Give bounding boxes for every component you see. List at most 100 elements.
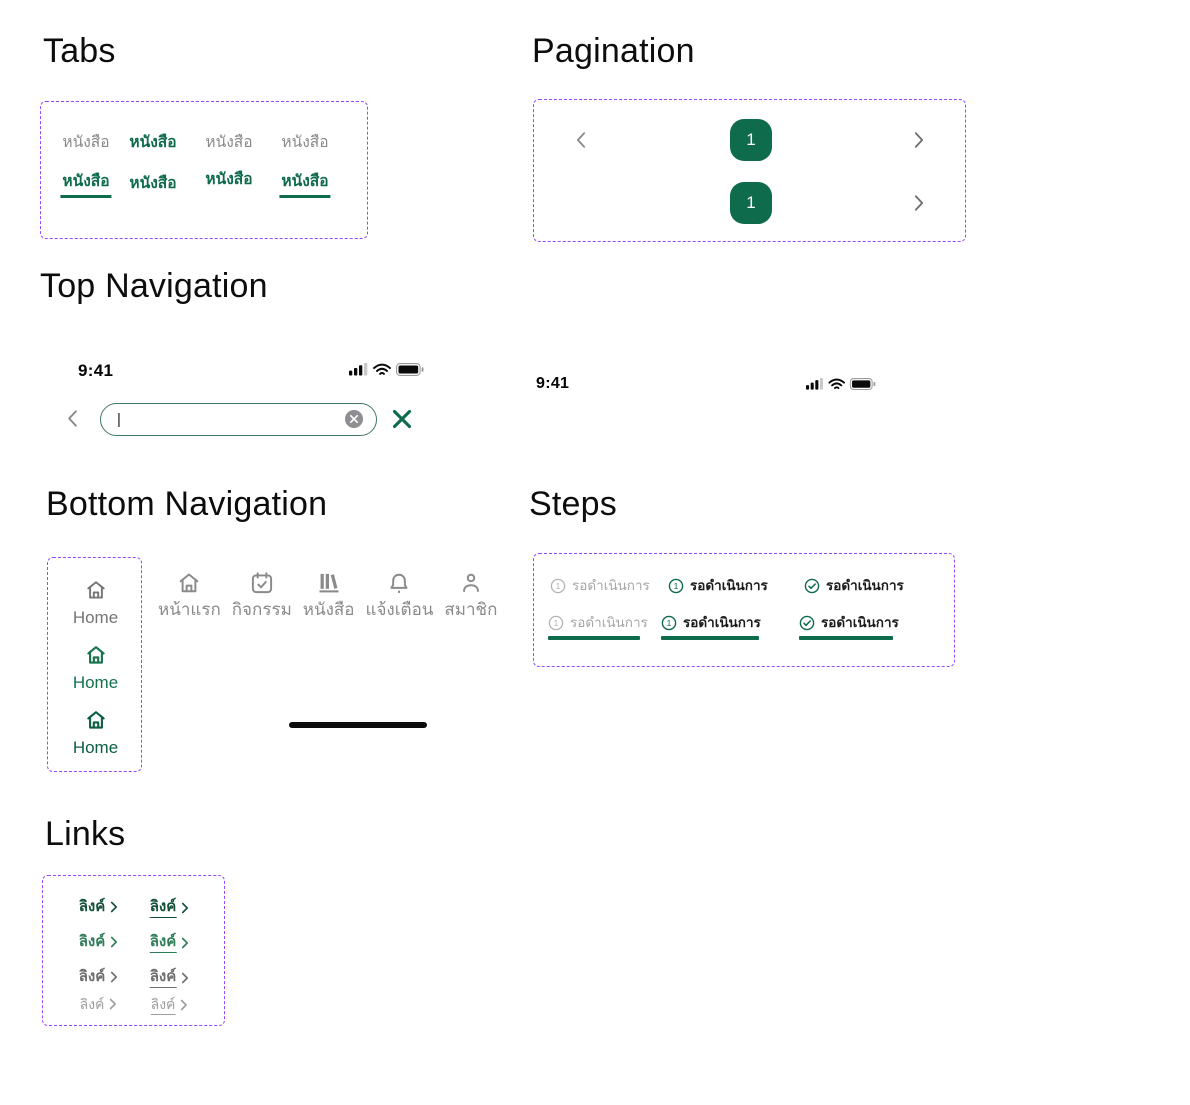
home-indicator-bar	[289, 722, 427, 728]
close-search-button[interactable]	[390, 407, 414, 431]
chevron-right-icon[interactable]	[912, 194, 926, 217]
step-number-circle-icon: 1	[550, 578, 566, 594]
link-underlined[interactable]: ลิงค์	[149, 933, 189, 953]
bottom-nav-item-members[interactable]: สมาชิก	[444, 570, 497, 620]
step-current-underlined: 1 รอดำเนินการ	[661, 615, 761, 640]
step-number-circle-icon: 1	[668, 578, 684, 594]
bottom-nav-item-home[interactable]: หน้าแรก	[158, 570, 221, 620]
link[interactable]: ลิงค์	[79, 898, 118, 916]
back-chevron-button[interactable]	[66, 409, 79, 428]
status-bar-time: 9:41	[78, 361, 114, 380]
svg-text:1: 1	[554, 618, 559, 628]
chevron-right-icon	[110, 971, 117, 983]
chevron-left-icon[interactable]	[574, 131, 588, 154]
link-underlined[interactable]: ลิงค์	[149, 898, 189, 918]
step-done-underlined: รอดำเนินการ	[799, 615, 899, 640]
link-label: ลิงค์	[149, 968, 177, 988]
cellular-signal-icon	[349, 363, 368, 376]
home-icon	[86, 646, 105, 664]
tab-item-selected[interactable]: หนังสือ	[279, 173, 331, 198]
chevron-right-icon[interactable]	[912, 131, 926, 154]
step-underline	[661, 636, 759, 640]
library-books-icon	[319, 573, 339, 593]
step-underline	[548, 636, 640, 640]
step-label: รอดำเนินการ	[572, 578, 650, 593]
bottom-nav-bar: หน้าแรก กิจกรรม หนังสือ แจ้งเตือน สมาชิก	[158, 570, 497, 620]
tab-item-selected[interactable]: หนังสือ	[60, 173, 112, 198]
battery-icon	[849, 378, 876, 391]
chevron-right-icon	[181, 972, 188, 984]
home-icon	[180, 573, 199, 593]
home-nav-item[interactable]: Home	[48, 578, 143, 628]
link-underlined[interactable]: ลิงค์	[150, 996, 188, 1015]
svg-text:1: 1	[667, 618, 672, 628]
tab-item[interactable]: หนังสือ	[129, 134, 177, 151]
tabs-heading: Tabs	[43, 32, 116, 70]
calendar-check-icon	[251, 572, 272, 594]
clear-search-icon[interactable]	[344, 409, 364, 429]
home-nav-label: Home	[72, 608, 119, 627]
tab-item[interactable]: หนังสือ	[281, 134, 329, 151]
step-current: 1 รอดำเนินการ	[668, 578, 768, 594]
tab-item[interactable]: หนังสือ	[129, 175, 177, 192]
chevron-right-icon	[110, 901, 117, 913]
link-label: ลิงค์	[149, 933, 177, 953]
home-icon	[86, 711, 105, 729]
link-label: ลิงค์	[150, 996, 176, 1015]
bottom-nav-item-books[interactable]: หนังสือ	[303, 570, 355, 620]
chevron-right-icon	[110, 936, 117, 948]
link[interactable]: ลิงค์	[80, 996, 117, 1013]
chevron-right-icon	[109, 999, 116, 1010]
home-nav-item-active[interactable]: Home	[48, 643, 143, 693]
svg-text:1: 1	[674, 581, 679, 591]
pagination-heading: Pagination	[532, 32, 695, 70]
step-label: รอดำเนินการ	[690, 578, 768, 593]
link-label: ลิงค์	[78, 898, 106, 915]
steps-heading: Steps	[529, 485, 617, 523]
check-circle-icon	[799, 615, 815, 631]
search-input[interactable]	[100, 403, 377, 436]
status-bar-time: 9:41	[536, 375, 570, 392]
home-item-component-frame: Home Home Home	[47, 557, 142, 772]
status-bar-icons	[349, 363, 424, 376]
bottom-nav-label: กิจกรรม	[231, 600, 292, 619]
status-bar-icons	[806, 378, 876, 391]
links-heading: Links	[45, 815, 126, 853]
bell-icon	[390, 573, 409, 594]
tab-item[interactable]: หนังสือ	[62, 134, 110, 151]
chevron-right-icon	[181, 937, 188, 949]
bottom-nav-item-activity[interactable]: กิจกรรม	[232, 570, 292, 620]
link-label: ลิงค์	[78, 933, 106, 950]
top-navigation-heading: Top Navigation	[40, 267, 268, 305]
home-nav-label: Home	[72, 673, 119, 692]
tab-item[interactable]: หนังสือ	[205, 134, 253, 151]
person-icon	[462, 573, 479, 592]
step-label: รอดำเนินการ	[821, 615, 899, 630]
bottom-nav-item-notifications[interactable]: แจ้งเตือน	[365, 570, 434, 620]
tabs-component-frame: หนังสือ หนังสือ หนังสือ หนังสือ หนังสือ …	[40, 101, 368, 239]
tab-item[interactable]: หนังสือ	[205, 171, 253, 188]
bottom-nav-label: หนังสือ	[302, 600, 355, 619]
page-button[interactable]: 1	[730, 182, 772, 224]
step-underline	[799, 636, 893, 640]
link[interactable]: ลิงค์	[79, 968, 118, 986]
chevron-right-icon	[180, 1000, 187, 1011]
page-button[interactable]: 1	[730, 119, 772, 161]
link-label: ลิงค์	[79, 996, 105, 1012]
link-label: ลิงค์	[78, 968, 106, 985]
step-label: รอดำเนินการ	[826, 578, 904, 593]
link[interactable]: ลิงค์	[79, 933, 118, 951]
bottom-nav-label: สมาชิก	[444, 600, 498, 619]
bottom-nav-label: แจ้งเตือน	[365, 600, 434, 619]
home-nav-item-pressed[interactable]: Home	[48, 708, 143, 758]
check-circle-icon	[804, 578, 820, 594]
wifi-icon	[373, 363, 391, 375]
link-underlined[interactable]: ลิงค์	[149, 968, 189, 988]
links-component-frame: ลิงค์ ลิงค์ ลิงค์ ลิงค์ ลิงค์ ลิงค์ ลิงค…	[42, 875, 225, 1026]
bottom-nav-label: หน้าแรก	[158, 600, 221, 619]
chevron-right-icon	[181, 902, 188, 914]
home-icon	[86, 581, 105, 599]
step-number-circle-icon: 1	[548, 615, 564, 631]
step-number-circle-icon: 1	[661, 615, 677, 631]
